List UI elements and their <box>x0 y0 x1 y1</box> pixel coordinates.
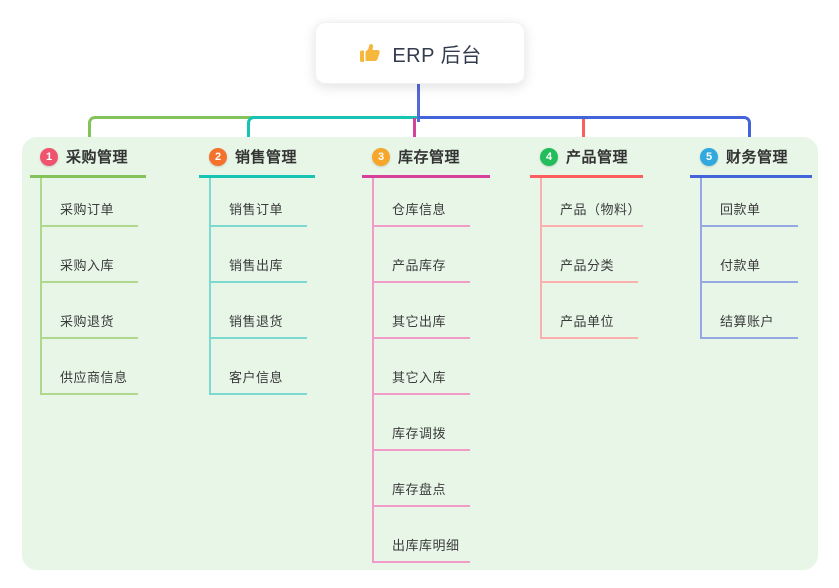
child-node[interactable]: 产品分类 <box>542 227 643 283</box>
child-node[interactable]: 其它入库 <box>374 339 490 395</box>
branch-header[interactable]: 2 销售管理 <box>199 146 315 178</box>
child-node[interactable]: 回款单 <box>702 178 812 227</box>
branch-label: 库存管理 <box>398 149 461 166</box>
child-node-label: 其它出库 <box>374 311 470 339</box>
branch-children: 采购订单采购入库采购退货供应商信息 <box>40 178 146 395</box>
child-node-label: 采购订单 <box>42 199 138 227</box>
branch-sales: 2 销售管理销售订单销售出库销售退货客户信息 <box>199 146 315 395</box>
edge-branch-3 <box>413 118 416 150</box>
branch-number-badge: 3 <box>372 147 390 166</box>
branch-children: 产品（物料） 产品分类产品单位 <box>540 178 643 339</box>
child-node-label: 库存调拨 <box>374 423 470 451</box>
child-node-label: 销售退货 <box>211 311 307 339</box>
branch-children: 仓库信息产品库存其它出库其它入库库存调拨库存盘点出库库明细 <box>372 178 490 563</box>
thumbs-up-icon <box>360 44 381 62</box>
child-node-label: 采购退货 <box>42 311 138 339</box>
branch-label: 销售管理 <box>235 149 298 166</box>
child-node-label: 库存盘点 <box>374 479 470 507</box>
child-node[interactable]: 库存盘点 <box>374 451 490 507</box>
child-node[interactable]: 销售订单 <box>211 178 315 227</box>
child-node[interactable]: 客户信息 <box>211 339 315 395</box>
branch-children: 回款单付款单结算账户 <box>700 178 812 339</box>
edge-branch-4 <box>582 119 585 148</box>
edge-branch-5 <box>418 116 751 150</box>
branch-header[interactable]: 5 财务管理 <box>690 146 812 178</box>
child-node[interactable]: 采购退货 <box>42 283 146 339</box>
branch-inventory: 3 库存管理仓库信息产品库存其它出库其它入库库存调拨库存盘点出库库明细 <box>362 146 490 563</box>
child-node-label: 产品库存 <box>374 255 470 283</box>
branch-header[interactable]: 4 产品管理 <box>530 146 643 178</box>
edge-root-trunk <box>417 82 420 122</box>
branch-product: 4 产品管理产品（物料） 产品分类产品单位 <box>530 146 643 339</box>
child-node[interactable]: 采购订单 <box>42 178 146 227</box>
child-node[interactable]: 付款单 <box>702 227 812 283</box>
child-node[interactable]: 产品库存 <box>374 227 490 283</box>
child-node-label: 出库库明细 <box>374 535 470 563</box>
child-node-label: 回款单 <box>702 199 798 227</box>
branch-number-badge: 4 <box>540 147 558 166</box>
child-node[interactable]: 出库库明细 <box>374 507 490 563</box>
branch-children: 销售订单销售出库销售退货客户信息 <box>209 178 315 395</box>
child-node[interactable]: 产品单位 <box>542 283 643 339</box>
branch-label: 产品管理 <box>566 149 629 166</box>
child-node[interactable]: 供应商信息 <box>42 339 146 395</box>
child-node[interactable]: 采购入库 <box>42 227 146 283</box>
child-node-label: 其它入库 <box>374 367 470 395</box>
child-node-label: 销售订单 <box>211 199 307 227</box>
child-node[interactable]: 仓库信息 <box>374 178 490 227</box>
child-node[interactable]: 销售退货 <box>211 283 315 339</box>
branch-finance: 5 财务管理回款单付款单结算账户 <box>690 146 812 339</box>
child-node-label: 客户信息 <box>211 367 307 395</box>
root-title: ERP 后台 <box>392 44 482 67</box>
child-node-label: 销售出库 <box>211 255 307 283</box>
root-node[interactable]: ERP 后台 <box>315 22 525 84</box>
child-node-label: 付款单 <box>702 255 798 283</box>
branch-purchase: 1 采购管理采购订单采购入库采购退货供应商信息 <box>30 146 146 395</box>
child-node-label: 产品（物料） <box>542 199 643 227</box>
branch-number-badge: 2 <box>209 147 227 166</box>
branches-panel <box>22 137 818 570</box>
child-node[interactable]: 产品（物料） <box>542 178 643 227</box>
branch-label: 采购管理 <box>66 149 129 166</box>
child-node-label: 仓库信息 <box>374 199 470 227</box>
branch-header[interactable]: 3 库存管理 <box>362 146 490 178</box>
branch-header[interactable]: 1 采购管理 <box>30 146 146 178</box>
branch-number-badge: 1 <box>40 147 58 166</box>
edge-branch-2 <box>247 116 418 150</box>
child-node-label: 供应商信息 <box>42 367 138 395</box>
child-node-label: 产品分类 <box>542 255 638 283</box>
child-node-label: 产品单位 <box>542 311 638 339</box>
child-node-label: 结算账户 <box>702 311 798 339</box>
child-node[interactable]: 销售出库 <box>211 227 315 283</box>
child-node[interactable]: 库存调拨 <box>374 395 490 451</box>
branch-label: 财务管理 <box>726 149 789 166</box>
child-node[interactable]: 结算账户 <box>702 283 812 339</box>
child-node[interactable]: 其它出库 <box>374 283 490 339</box>
child-node-label: 采购入库 <box>42 255 138 283</box>
branch-number-badge: 5 <box>700 147 718 166</box>
